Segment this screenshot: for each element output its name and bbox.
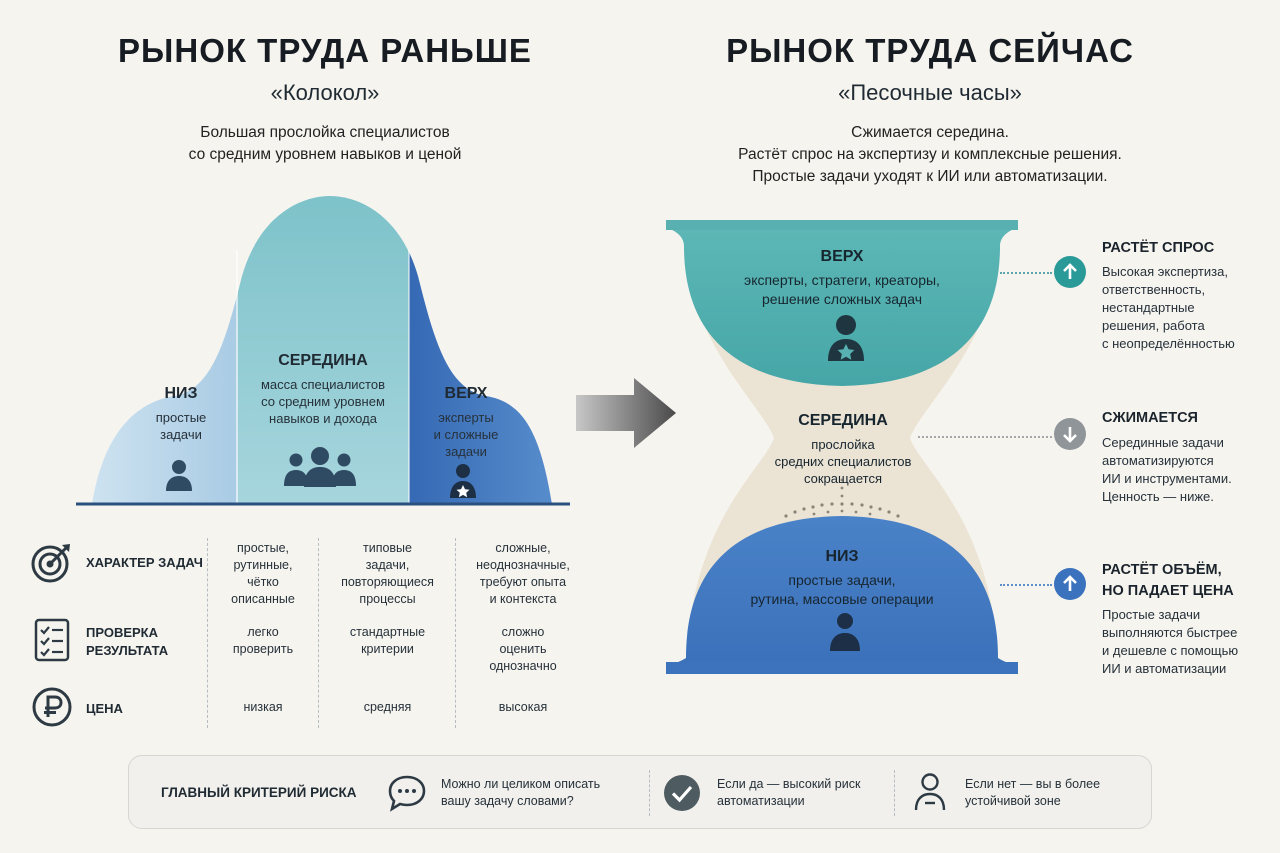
left-subtitle: «Колокол» — [270, 80, 380, 105]
target-icon — [31, 544, 70, 583]
right-subtitle: «Песочные часы» — [838, 80, 1022, 105]
ruble-icon — [32, 687, 72, 727]
bell-band-low — [92, 196, 237, 504]
expert-person-icon — [828, 315, 864, 361]
table-cell: стандартные критерии — [349, 625, 426, 656]
table-cell: легко проверить — [232, 625, 294, 656]
table-row-label: ХАРАКТЕР ЗАДАЧ — [86, 555, 203, 570]
bell-top-label: ВЕРХ эксперты и сложные задачи — [433, 385, 499, 459]
person-icon — [914, 773, 946, 811]
table-cell: типовые задачи, повторяющиеся процессы — [341, 541, 434, 606]
left-lead: Большая прослойка специалистов со средни… — [188, 124, 462, 163]
hourglass-bottom — [668, 516, 1016, 674]
people-group-icon — [284, 447, 356, 487]
checklist-icon — [34, 618, 70, 662]
glass-middle-label: СЕРЕДИНА прослойка средних специалистов … — [774, 412, 912, 486]
expert-person-icon — [450, 464, 476, 498]
bell-curve — [76, 196, 570, 506]
table-cell: средняя — [363, 700, 412, 714]
arrow-up-icon — [1054, 256, 1086, 288]
hourglass — [666, 220, 1018, 674]
right-title: РЫНОК ТРУДА СЕЙЧАС — [726, 32, 1134, 69]
table-row-label: ЦЕНА — [86, 701, 123, 716]
arrow-up-icon — [1054, 568, 1086, 600]
bell-low-label: НИЗ простые задачи — [155, 385, 207, 442]
glass-top-label: ВЕРХ эксперты, стратеги, креаторы, решен… — [744, 248, 940, 307]
risk-criterion-panel: ГЛАВНЫЙ КРИТЕРИЙ РИСКА Можно ли целиком … — [128, 755, 1152, 829]
table-cell: низкая — [243, 700, 283, 714]
arrow-down-icon — [1054, 418, 1086, 450]
person-icon — [830, 613, 860, 651]
risk-criterion-label: ГЛАВНЫЙ КРИТЕРИЙ РИСКА — [161, 785, 357, 800]
table-cell: простые, рутинные, чётко описанные — [231, 541, 295, 606]
side-note-volume: РАСТЁТ ОБЪЁМ, НО ПАДАЕТ ЦЕНА Простые зад… — [1102, 562, 1239, 676]
person-icon — [166, 460, 192, 491]
chat-bubble-icon — [388, 775, 426, 812]
right-lead: Сжимается середина. Растёт спрос на эксп… — [738, 124, 1122, 185]
table-cell: высокая — [498, 700, 548, 714]
hourglass-top — [668, 222, 1016, 386]
glass-bottom-label: НИЗ простые задачи, рутина, массовые опе… — [750, 548, 934, 607]
risk-no: Если нет — вы в более устойчивой зоне — [965, 777, 1101, 808]
bell-band-top — [409, 196, 552, 504]
table-row-label: ПРОВЕРКА РЕЗУЛЬТАТА — [86, 625, 169, 658]
table-cell: сложно оценить однозначно — [489, 625, 557, 673]
risk-question: Можно ли целиком описать вашу задачу сло… — [441, 777, 601, 808]
left-title: РЫНОК ТРУДА РАНЬШЕ — [118, 32, 532, 69]
risk-yes: Если да — высокий риск автоматизации — [717, 777, 861, 808]
check-circle-icon — [664, 775, 700, 811]
bell-middle-label: СЕРЕДИНА масса специалистов со средним у… — [260, 352, 385, 426]
side-note-demand: РАСТЁТ СПРОС Высокая экспертиза, ответст… — [1102, 240, 1235, 351]
table-cell: сложные, неоднозначные, требуют опыта и … — [476, 541, 570, 606]
transition-arrow-icon — [576, 378, 676, 448]
side-note-shrink: СЖИМАЕТСЯ Серединные задачи автоматизиру… — [1102, 410, 1232, 504]
